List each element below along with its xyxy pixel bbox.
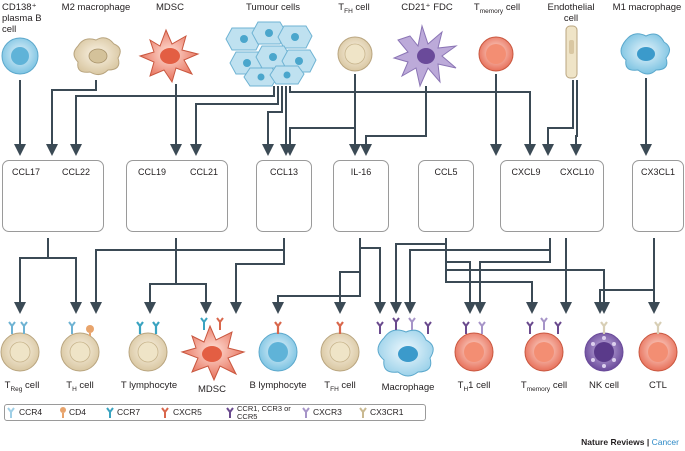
macrophage-label: Macrophage: [381, 382, 435, 393]
t-lymphocyte-label: T lymphocyte: [120, 380, 178, 391]
nk-cell-label: NK cell: [588, 380, 620, 391]
ccl21-label: CCL21: [189, 167, 218, 177]
legend-ccr7: CCR7: [117, 407, 141, 417]
th1-cell-icon: [454, 321, 494, 372]
ccr4-icon: [7, 407, 15, 418]
legend-box: CCR4 CD4 CCR7 CXCR5 CCR1, CCR3 or CCR5 C…: [4, 404, 426, 421]
m2-macrophage-icon: [73, 37, 121, 76]
tfh-source-icon: [337, 36, 373, 72]
th-cell-label: TH cell: [66, 380, 94, 393]
tumour-cells-label: Tumour cells: [245, 2, 301, 13]
cx3cl1-box: [632, 160, 684, 232]
ccr7-icon: [106, 407, 114, 418]
endothelial-cell-label: Endothelial cell: [547, 2, 595, 24]
legend-cx3cr1: CX3CR1: [370, 407, 404, 417]
source-arrows: [14, 74, 652, 156]
ccl19-label: CCL19: [137, 167, 166, 177]
fdc-label: CD21⁺ FDC: [401, 2, 453, 13]
legend-icons: [7, 407, 367, 418]
t-lymphocyte-icon: [128, 321, 168, 372]
mdsc-target-label: MDSC: [198, 384, 226, 395]
tfh-target-icon: [320, 321, 360, 372]
m1-macrophage-icon: [620, 33, 670, 75]
tumour-cells-icon: [225, 21, 317, 87]
th-cell-icon: [60, 321, 100, 372]
cx3cl1-label: CX3CL1: [640, 167, 676, 177]
tmemory-target-label: Tmemory cell: [520, 380, 568, 393]
m1-macrophage-label: M1 macrophage: [612, 2, 682, 13]
il16-label: IL-16: [350, 167, 372, 177]
cd4-icon: [60, 407, 66, 418]
plasma-b-cell-icon: [1, 37, 39, 75]
treg-cell-label: TReg cell: [4, 380, 40, 393]
cxcl9-cxcl10-box: [500, 160, 604, 232]
mdsc-source-label: MDSC: [156, 2, 184, 13]
legend-ccr4: CCR4: [19, 407, 43, 417]
ccr1-ccr3-ccr5-icon: [226, 407, 234, 418]
fdc-icon: [392, 24, 458, 88]
cxcl10-label: CXCL10: [559, 167, 595, 177]
ccl13-label: CCL13: [269, 167, 298, 177]
il16-box: [333, 160, 389, 232]
target-arrows: [14, 238, 660, 314]
cx3cr1-icon: [359, 407, 367, 418]
cxcl9-label: CXCL9: [511, 167, 541, 177]
ccl22-label: CCL22: [61, 167, 90, 177]
tfh-source-label: TFH cell: [338, 2, 370, 15]
legend-ccr1-ccr3-ccr5: CCR1, CCR3 or CCR5: [237, 404, 291, 421]
legend-cd4: CD4: [69, 407, 87, 417]
legend-cxcr5: CXCR5: [173, 407, 202, 417]
nk-cell-icon: [584, 321, 624, 372]
ccl17-ccl22-box: [2, 160, 104, 232]
b-lymphocyte-label: B lymphocyte: [249, 380, 307, 391]
tfh-target-label: TFH cell: [324, 380, 356, 393]
b-lymphocyte-icon: [258, 321, 298, 372]
mdsc-source-icon: [138, 28, 200, 84]
tmemory-target-icon: [524, 317, 564, 372]
tmemory-source-label: Tmemory cell: [473, 2, 521, 15]
treg-cell-icon: [0, 321, 40, 372]
tmemory-source-icon: [478, 36, 514, 72]
m2-macrophage-label: M2 macrophage: [61, 2, 131, 13]
cxcr5-icon: [161, 407, 169, 418]
cxcr3-icon: [302, 407, 310, 418]
ccl5-box: [418, 160, 474, 232]
endothelial-cell-icon: [565, 25, 578, 79]
ccl17-label: CCL17: [11, 167, 40, 177]
journal-credit: Nature Reviews | Cancer: [581, 437, 679, 447]
ccl5-label: CCL5: [434, 167, 458, 177]
ctl-label: CTL: [649, 380, 667, 391]
ctl-icon: [638, 321, 678, 372]
plasma-b-cell-label: CD138⁺ plasma B cell: [2, 2, 42, 35]
ccl13-box: [256, 160, 312, 232]
macrophage-target-icon: [376, 317, 434, 377]
ccl19-ccl21-box: [126, 160, 228, 232]
legend-cxcr3: CXCR3: [313, 407, 342, 417]
mdsc-target-icon: [180, 317, 246, 382]
th1-cell-label: TH1 cell: [457, 380, 491, 393]
